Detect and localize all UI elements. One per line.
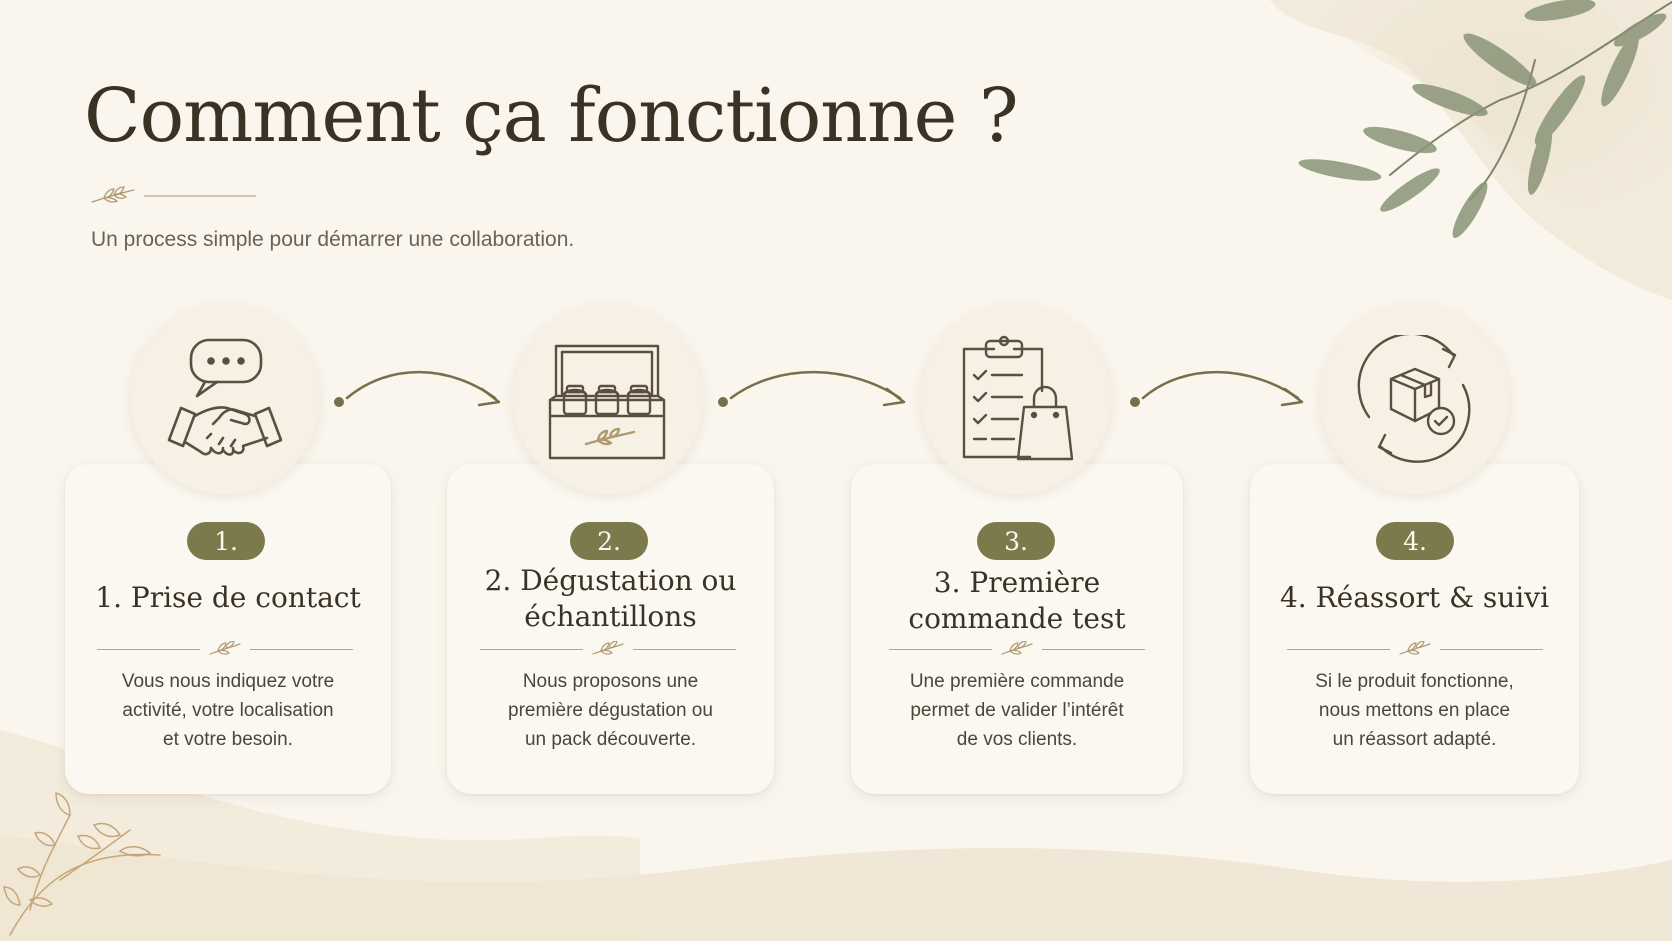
restock-cycle-icon bbox=[1357, 335, 1471, 463]
step-icon-circle-1 bbox=[130, 304, 320, 494]
sprig-icon bbox=[1001, 641, 1033, 655]
title-ornament bbox=[91, 186, 256, 203]
page-title: Comment ça fonctionne ? bbox=[84, 73, 1019, 159]
step-description-1: Vous nous indiquez votre activité, votre… bbox=[85, 667, 371, 754]
step-badge-4: 4. bbox=[1376, 522, 1454, 560]
step-divider-1 bbox=[97, 640, 353, 658]
step-icon-circle-4 bbox=[1320, 304, 1510, 494]
sprig-icon bbox=[592, 641, 624, 655]
arrow-connector-1 bbox=[334, 370, 501, 407]
sprig-bottom-left-icon bbox=[3, 792, 161, 936]
step-title-1: 1. Prise de contact bbox=[95, 581, 361, 614]
sprig-icon bbox=[209, 641, 241, 655]
step-description-3: Une première commande permet de valider … bbox=[871, 667, 1163, 754]
step-divider-2 bbox=[480, 640, 736, 658]
wave-bottom bbox=[0, 835, 1672, 941]
page-subtitle: Un process simple pour démarrer une coll… bbox=[91, 228, 575, 251]
step-divider-3 bbox=[889, 640, 1145, 658]
step-badge-2: 2. bbox=[570, 522, 648, 560]
step-divider-4 bbox=[1287, 640, 1543, 658]
step-card-3 bbox=[851, 464, 1183, 794]
step-icon-circle-2 bbox=[513, 304, 703, 494]
arrow-connector-2 bbox=[718, 370, 906, 407]
olive-leaves bbox=[1298, 0, 1667, 238]
step-icon-circle-3 bbox=[921, 304, 1111, 494]
sprig-icon bbox=[1399, 641, 1431, 655]
step-description-text: Si le produit fonctionne, nous mettons e… bbox=[1315, 671, 1514, 750]
step-description-text: Nous proposons une première dégustation … bbox=[508, 671, 713, 750]
step-title-2: 2. Dégustation ou échantillons bbox=[484, 564, 737, 633]
sample-box-icon bbox=[548, 344, 666, 460]
arrow-connector-3 bbox=[1130, 370, 1304, 407]
checklist-bag-icon bbox=[962, 335, 1074, 461]
step-badge-1: 1. bbox=[187, 522, 265, 560]
step-description-text: Une première commande permet de valider … bbox=[909, 671, 1125, 750]
handshake-icon bbox=[167, 338, 283, 456]
step-description-2: Nous proposons une première dégustation … bbox=[467, 667, 754, 754]
step-badge-3: 3. bbox=[977, 522, 1055, 560]
step-description-4: Si le produit fonctionne, nous mettons e… bbox=[1270, 667, 1559, 754]
step-title-4: 4. Réassort & suivi bbox=[1279, 581, 1550, 614]
step-card-2 bbox=[447, 464, 774, 794]
step-card-4 bbox=[1250, 464, 1579, 794]
step-title-3: 3. Première commande test bbox=[908, 566, 1126, 635]
step-card-1 bbox=[65, 464, 391, 794]
step-description-text: Vous nous indiquez votre activité, votre… bbox=[121, 671, 335, 750]
sprig-icon bbox=[91, 186, 135, 203]
